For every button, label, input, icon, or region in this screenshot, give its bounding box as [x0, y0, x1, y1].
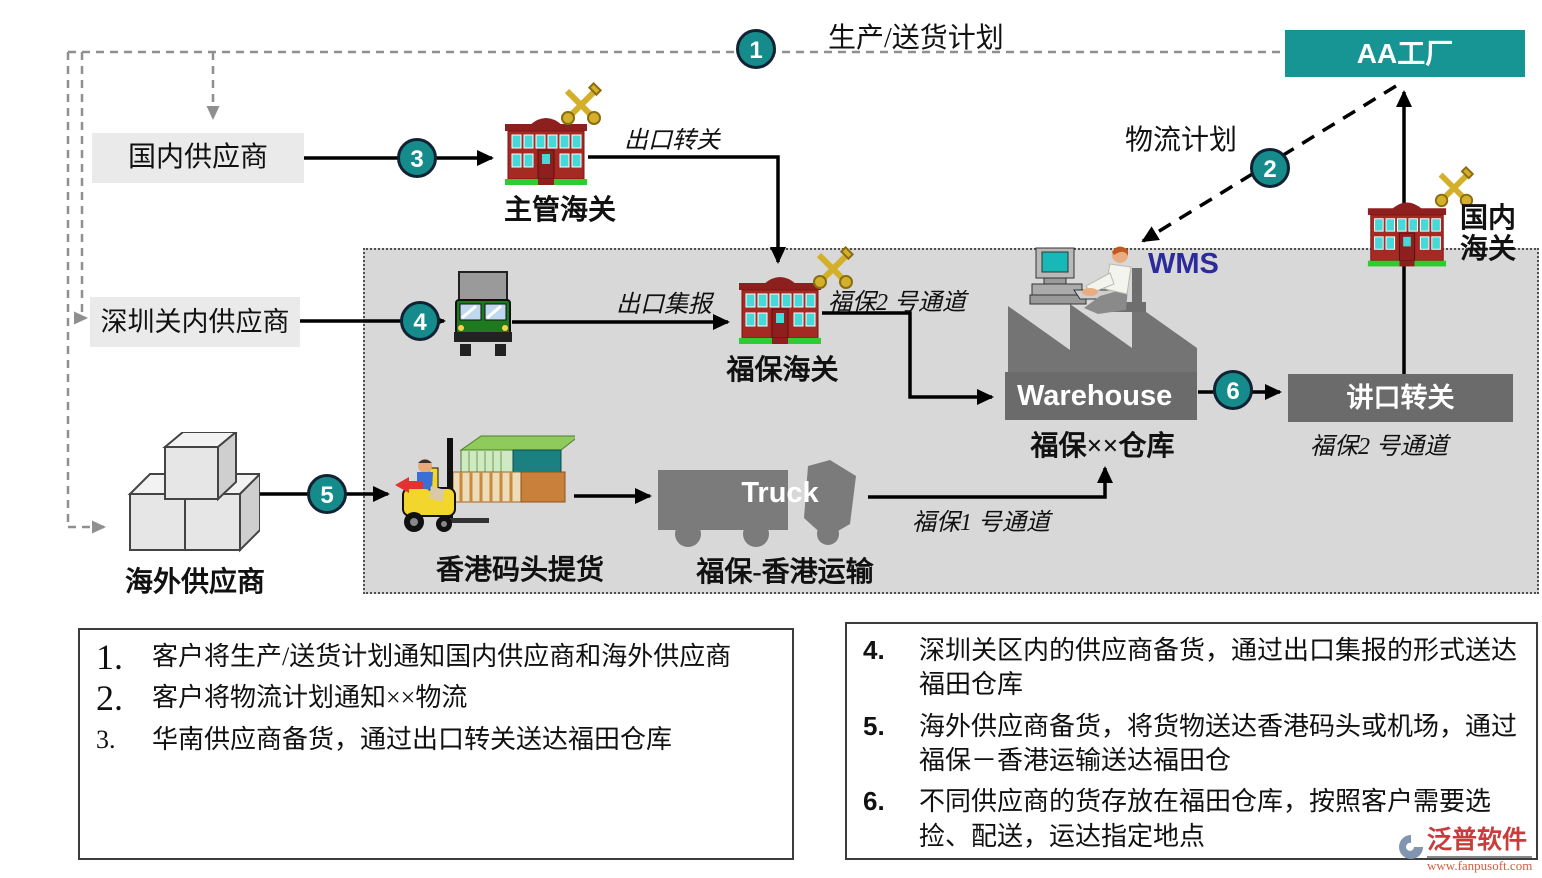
step-badge-6: 6: [1213, 370, 1253, 410]
watermark-logo-icon: [1398, 834, 1424, 860]
note-item-5: 5. 海外供应商备货，将货物送达香港码头或机场，通过福保－香港运输送达福田仓: [863, 710, 1522, 779]
fubao-channel1-label: 福保1 号通道: [912, 510, 1050, 536]
truck-word-label: Truck: [741, 477, 819, 509]
warehouse-factory-icon: [1008, 296, 1198, 374]
domestic-customs-label: 国内 海关: [1459, 203, 1516, 265]
main-customs-label: 主管海关: [503, 195, 616, 226]
forklift-cargo-icon: [395, 430, 575, 546]
note-item-3: 3. 华南供应商备货，通过出口转关送达福田仓库: [96, 723, 778, 757]
note-text: 海外供应商备货，将货物送达香港码头或机场，通过福保－香港运输送达福田仓: [919, 711, 1518, 775]
wms-label: WMS: [1148, 248, 1219, 280]
watermark: 泛普软件 www.fanpusoft.com: [1398, 820, 1533, 874]
shenzhen-supplier-box: 深圳关内供应商: [90, 297, 300, 347]
note-item-2: 2. 客户将物流计划通知××物流: [96, 678, 778, 719]
fubao-hk-transport-label: 福保-香港运输: [696, 557, 874, 588]
note-number: 1.: [96, 637, 123, 677]
aa-factory-box: AA工厂: [1285, 30, 1525, 77]
step-badge-3: 3: [397, 138, 437, 178]
domestic-customs-building-icon: [1366, 200, 1448, 268]
step-badge-1: 1: [736, 29, 776, 69]
fubao-customs-label: 福保海关: [726, 355, 839, 386]
customs-emblem-icon: [1432, 166, 1476, 210]
hk-pickup-label: 香港码头提货: [435, 555, 604, 586]
note-text: 深圳关区内的供应商备货，通过出口集报的形式送达福田仓库: [919, 636, 1518, 700]
warehouse-box: Warehouse: [1005, 372, 1197, 420]
main-customs-building-icon: [503, 116, 589, 186]
export-report-label: 出口集报: [616, 292, 712, 318]
note-number: 2.: [96, 678, 123, 719]
green-truck-icon: [452, 270, 514, 360]
production-plan-label: 生产/送货计划: [828, 23, 1004, 54]
gray-truck-icon: [658, 458, 872, 550]
note-number: 5.: [863, 710, 885, 741]
note-text: 华南供应商备货，通过出口转关送达福田仓库: [152, 724, 673, 754]
notes-box-right: 4. 深圳关区内的供应商备货，通过出口集报的形式送达福田仓库 5. 海外供应商备…: [845, 622, 1538, 860]
note-item-1: 1. 客户将生产/送货计划通知国内供应商和海外供应商: [96, 637, 778, 677]
warehouse-cn-label: 福保××仓库: [1030, 431, 1175, 462]
wms-operator-icon: [1028, 240, 1153, 335]
cargo-boxes-icon: [120, 432, 260, 557]
logistics-plan-label: 物流计划: [1125, 125, 1238, 156]
step-badge-4: 4: [400, 301, 440, 341]
fubao-customs-building-icon: [737, 274, 823, 346]
note-text: 客户将生产/送货计划通知国内供应商和海外供应商: [152, 642, 732, 671]
domestic-supplier-box: 国内供应商: [92, 133, 304, 183]
watermark-url: www.fanpusoft.com: [1427, 856, 1533, 873]
note-item-4: 4. 深圳关区内的供应商备货，通过出口集报的形式送达福田仓库: [863, 634, 1522, 703]
note-number: 3.: [96, 724, 116, 754]
step-badge-5: 5: [307, 474, 347, 514]
overseas-supplier-label: 海外供应商: [124, 567, 265, 598]
step-badge-2: 2: [1250, 148, 1290, 188]
export-transfer-label: 出口转关: [624, 128, 720, 154]
note-text: 客户将物流计划通知××物流: [152, 683, 468, 713]
note-number: 4.: [863, 635, 885, 665]
customs-emblem-icon: [810, 246, 856, 292]
fubao-channel2-label-a: 福保2 号通道: [828, 290, 966, 316]
note-number: 6.: [863, 786, 885, 817]
fubao-channel2-label-b: 福保2 号通道: [1310, 434, 1448, 460]
customs-emblem-icon: [558, 82, 604, 128]
notes-box-left: 1. 客户将生产/送货计划通知国内供应商和海外供应商 2. 客户将物流计划通知×…: [78, 628, 794, 860]
import-transfer-box: 讲口转关: [1288, 374, 1513, 422]
note-text: 不同供应商的货存放在福田仓库，按照客户需要选捡、配送，运达指定地点: [919, 787, 1492, 851]
watermark-brand: 泛普软件: [1427, 827, 1528, 854]
note-item-6: 6. 不同供应商的货存放在福田仓库，按照客户需要选捡、配送，运达指定地点: [863, 785, 1522, 854]
